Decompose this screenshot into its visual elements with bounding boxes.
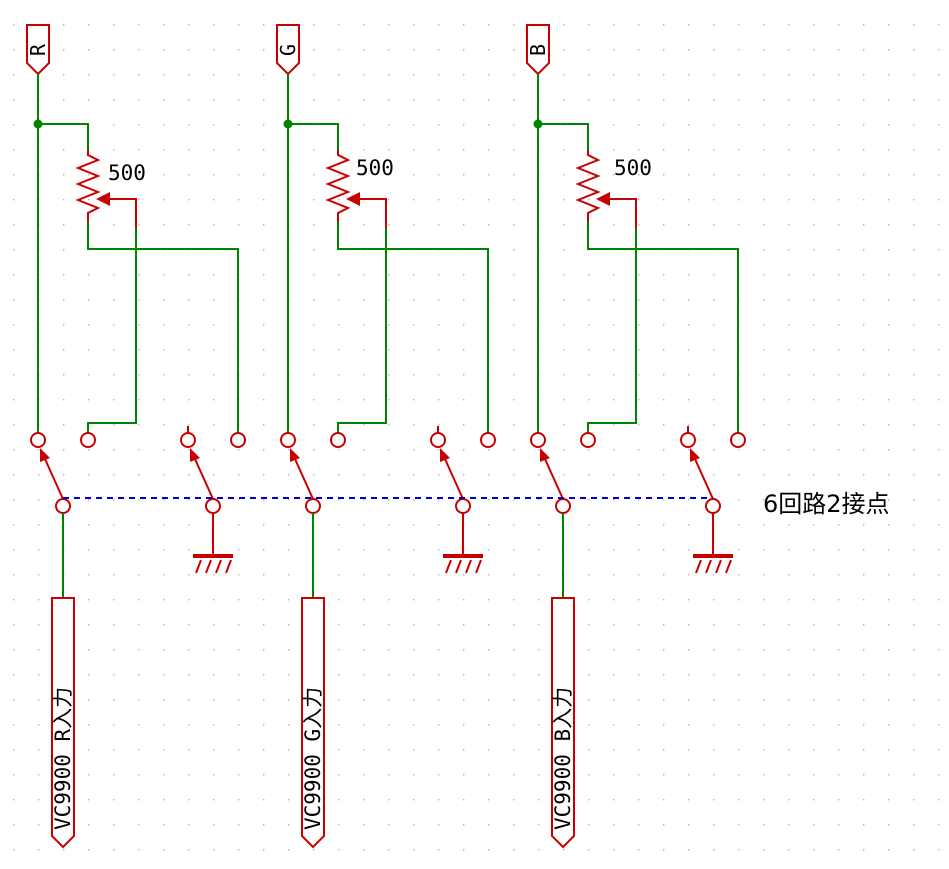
input-label-b-flag[interactable]: VC9900 B入力 [551,597,575,849]
potentiometer-g[interactable]: 500 [325,150,394,228]
input-label-g-flag[interactable]: VC9900 G入力 [301,597,325,849]
pot-value-g: 500 [356,156,394,180]
switch-r-signal[interactable] [30,432,96,514]
net-label-b: B [526,44,550,56]
net-label-g-flag[interactable]: G [276,24,300,76]
grid-dots [13,24,940,851]
ground-r [193,513,233,574]
input-label-g: VC9900 G入力 [301,687,325,830]
switch-r-ground[interactable] [180,426,246,514]
wire-g-wiper [337,228,387,433]
switch-g-signal[interactable] [280,432,346,514]
wire-b-wiper [587,228,637,433]
ground-g [443,513,483,574]
wire-b-pot-top [538,123,589,150]
junction-r [33,119,43,129]
switch-b-signal[interactable] [530,432,596,514]
wire-r-wiper [87,228,137,433]
net-label-g: G [276,44,300,56]
channel-g: G 500 [276,24,496,849]
wire-g-pot-top [288,123,339,150]
pot-value-r: 500 [108,161,146,185]
switch-g-ground[interactable] [430,426,496,514]
channel-r: R 500 [26,24,246,849]
switch-b-ground[interactable] [680,426,746,514]
net-label-r-flag[interactable]: R [26,24,50,76]
ground-b [693,513,733,574]
wire-r-pot-top [38,123,89,150]
wire-g-pot-bottom [337,222,489,433]
net-label-r: R [26,43,50,56]
junction-b [533,119,543,129]
potentiometer-b[interactable]: 500 [575,150,652,228]
input-label-r-flag[interactable]: VC9900 R入力 [51,597,75,849]
input-label-b: VC9900 B入力 [551,687,575,830]
pot-value-b: 500 [614,156,652,180]
wire-b-pot-bottom [587,222,739,433]
net-label-b-flag[interactable]: B [526,24,550,76]
input-label-r: VC9900 R入力 [51,687,75,830]
channel-b: B 500 [526,24,746,849]
switch-label: 6回路2接点 [763,490,890,518]
wire-r-pot-bottom [87,222,239,433]
potentiometer-r[interactable]: 500 [75,150,146,228]
junction-g [283,119,293,129]
